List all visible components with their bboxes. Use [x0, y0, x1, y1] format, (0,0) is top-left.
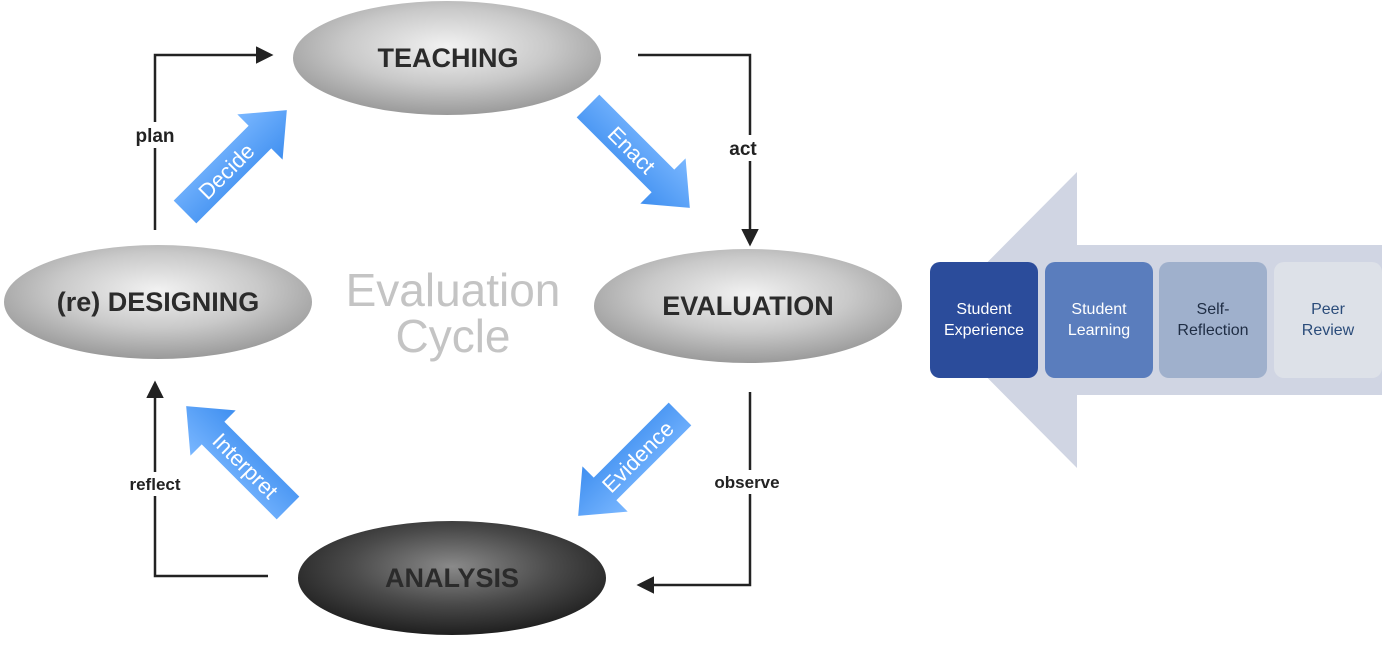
node-label: EVALUATION — [662, 291, 834, 321]
source-box-line1: Student — [956, 301, 1012, 318]
source-box-peer-review: Peer Review — [1274, 262, 1382, 378]
connector-act — [638, 53, 759, 247]
edge-label-act: act — [729, 139, 757, 160]
sources-pointer-arrow — [930, 172, 1382, 468]
source-box-line1: Self- — [1197, 301, 1230, 318]
node-teaching: TEACHING — [293, 1, 601, 115]
connector-observe — [636, 392, 752, 594]
node-label: TEACHING — [378, 43, 519, 73]
node-label: (re) DESIGNING — [57, 287, 260, 317]
connector-plan — [153, 46, 274, 230]
source-box-line2: Review — [1302, 322, 1355, 339]
node-analysis: ANALYSIS — [298, 521, 606, 635]
blue-arrow-interpret: Interpret — [186, 406, 300, 520]
blue-arrow-evidence: Evidence — [578, 402, 692, 516]
connector-reflect — [146, 380, 268, 578]
source-box-student-learning: Student Learning — [1045, 262, 1153, 378]
source-box-line1: Student — [1071, 301, 1127, 318]
source-box-line2: Learning — [1068, 322, 1130, 339]
node-label: ANALYSIS — [385, 563, 519, 593]
edge-label-reflect: reflect — [129, 475, 180, 494]
edge-label-plan: plan — [135, 126, 174, 147]
source-box-student-experience: Student Experience — [930, 262, 1038, 378]
center-title-line1: Evaluation — [346, 264, 561, 316]
center-title-line2: Cycle — [395, 310, 510, 362]
node-evaluation: EVALUATION — [594, 249, 902, 363]
source-box-line2: Experience — [944, 322, 1024, 339]
edge-label-observe: observe — [714, 473, 779, 492]
source-box-line2: Reflection — [1177, 322, 1248, 339]
source-box-self-reflection: Self- Reflection — [1159, 262, 1267, 378]
node-designing: (re) DESIGNING — [4, 245, 312, 359]
blue-arrow-label: Evidence — [597, 416, 679, 498]
blue-arrow-label: Interpret — [207, 428, 283, 504]
source-box-line1: Peer — [1311, 301, 1345, 318]
blue-arrow-decide: Decide — [173, 110, 287, 224]
blue-arrow-enact: Enact — [576, 94, 690, 208]
